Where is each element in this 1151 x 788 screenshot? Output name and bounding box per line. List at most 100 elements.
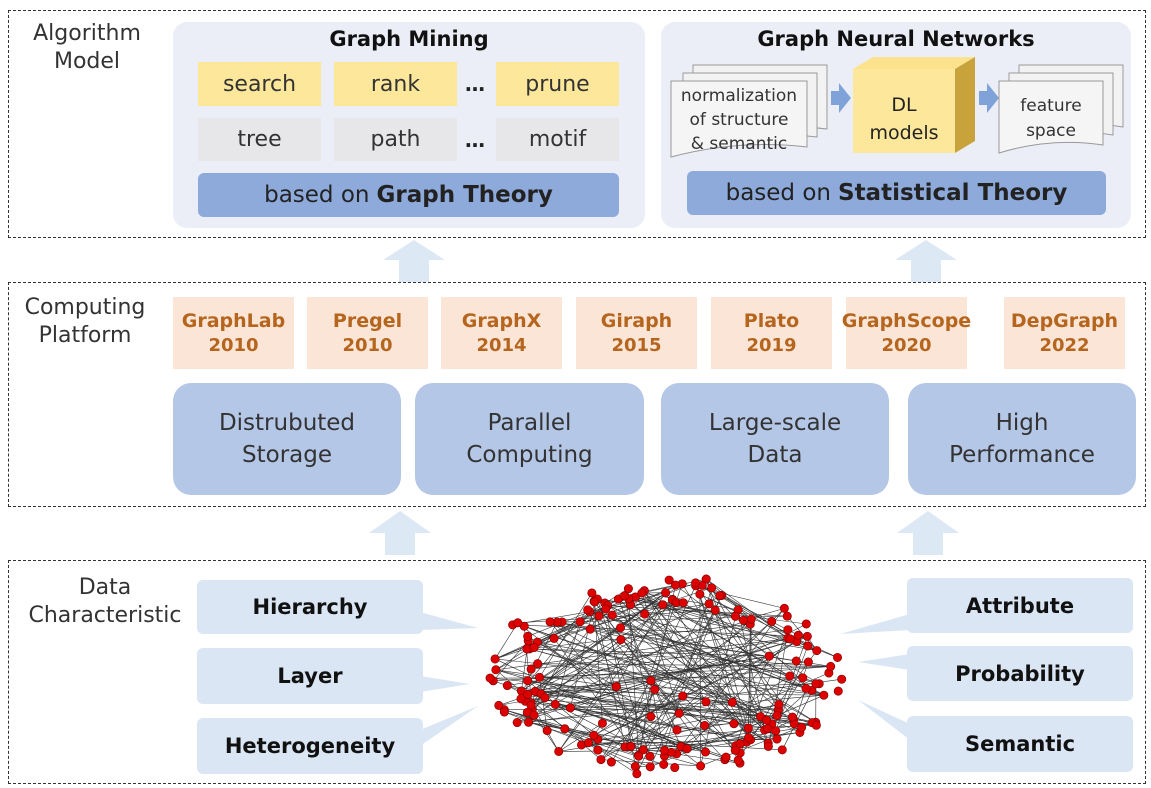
network-edge bbox=[570, 601, 595, 708]
network-node bbox=[746, 614, 756, 624]
network-node bbox=[833, 686, 843, 696]
network-node bbox=[540, 693, 550, 703]
network-nodes bbox=[485, 574, 847, 779]
pipeline-arrow-1 bbox=[831, 83, 851, 113]
network-edge bbox=[594, 601, 788, 639]
network-node bbox=[502, 681, 512, 691]
network-node bbox=[671, 580, 681, 590]
network-node bbox=[606, 757, 616, 767]
network-edge bbox=[570, 707, 741, 764]
network-node bbox=[616, 635, 626, 645]
network-edge bbox=[704, 672, 829, 726]
network-graph bbox=[485, 574, 847, 779]
network-node bbox=[744, 733, 754, 743]
network-node bbox=[560, 724, 570, 734]
network-node bbox=[763, 724, 773, 734]
hierarchy-tag: Hierarchy bbox=[197, 580, 423, 634]
graph-theory-bar: based on Graph Theory bbox=[198, 173, 619, 217]
network-edge bbox=[782, 683, 817, 750]
network-edge bbox=[628, 598, 752, 620]
network-edge bbox=[558, 750, 665, 752]
algorithm-model-layer bbox=[8, 10, 1146, 238]
gnn-pipeline-graphic bbox=[670, 57, 1124, 158]
dl-model-cube bbox=[853, 57, 975, 153]
network-node bbox=[549, 633, 559, 643]
network-node bbox=[763, 741, 773, 751]
network-node bbox=[682, 744, 692, 754]
network-edge bbox=[512, 624, 808, 637]
network-node bbox=[691, 578, 701, 588]
network-edge bbox=[700, 722, 813, 767]
up-arrow-right-1 bbox=[895, 240, 957, 282]
network-node bbox=[593, 745, 603, 755]
network-node bbox=[646, 712, 656, 722]
network-node bbox=[523, 631, 533, 641]
network-node bbox=[819, 690, 829, 700]
network-edge bbox=[607, 605, 824, 696]
network-edge bbox=[597, 598, 752, 620]
network-edge bbox=[504, 709, 639, 756]
network-node bbox=[542, 726, 552, 736]
network-node bbox=[565, 703, 575, 713]
network-node bbox=[771, 726, 781, 736]
tree-cell: tree bbox=[198, 118, 321, 161]
network-node bbox=[585, 624, 595, 634]
network-edge bbox=[530, 705, 638, 775]
network-node bbox=[637, 588, 647, 598]
network-edge bbox=[517, 622, 701, 767]
output-document-stack bbox=[998, 64, 1124, 154]
normalization-text: normalization of structure & semantic bbox=[680, 86, 798, 154]
network-edge bbox=[534, 691, 727, 758]
network-edge bbox=[593, 623, 807, 736]
network-node bbox=[812, 646, 822, 656]
network-edge bbox=[650, 680, 736, 751]
graph-theory-bold: Graph Theory bbox=[376, 182, 553, 208]
network-node bbox=[803, 641, 813, 651]
network-node bbox=[701, 697, 711, 707]
network-node bbox=[516, 694, 526, 704]
network-edge bbox=[682, 610, 716, 697]
network-node bbox=[832, 652, 842, 662]
network-node bbox=[787, 712, 797, 722]
network-edge bbox=[624, 595, 817, 651]
network-edge bbox=[605, 608, 769, 744]
network-node bbox=[485, 673, 495, 683]
network-node bbox=[837, 674, 847, 684]
network-node bbox=[659, 745, 669, 755]
network-node bbox=[596, 755, 606, 765]
network-node bbox=[696, 761, 706, 771]
network-node bbox=[630, 761, 640, 771]
rank-cell: rank bbox=[334, 62, 457, 106]
network-node bbox=[774, 699, 784, 709]
network-node bbox=[735, 739, 745, 749]
network-node bbox=[658, 600, 668, 610]
network-edge bbox=[679, 713, 772, 725]
network-node bbox=[623, 584, 633, 594]
network-edge bbox=[597, 739, 783, 751]
network-node bbox=[590, 597, 600, 607]
network-edge bbox=[507, 685, 768, 729]
network-edge bbox=[529, 648, 652, 681]
network-node bbox=[772, 734, 782, 744]
network-node bbox=[767, 616, 777, 626]
network-edge bbox=[654, 689, 682, 747]
computing-platform-layer bbox=[8, 282, 1146, 507]
network-node bbox=[700, 720, 710, 730]
network-edge bbox=[588, 704, 779, 743]
row2-ellipsis: … bbox=[465, 128, 485, 152]
network-edge bbox=[650, 680, 726, 760]
network-edge bbox=[665, 592, 751, 740]
network-edge bbox=[558, 599, 673, 752]
network-edge bbox=[705, 578, 779, 710]
network-edge bbox=[537, 663, 831, 667]
network-node bbox=[535, 672, 545, 682]
up-arrow-left-1 bbox=[383, 240, 445, 282]
network-node bbox=[494, 700, 504, 710]
network-node bbox=[634, 751, 644, 761]
network-node bbox=[499, 707, 509, 717]
network-node bbox=[670, 763, 680, 773]
network-node bbox=[545, 617, 555, 627]
